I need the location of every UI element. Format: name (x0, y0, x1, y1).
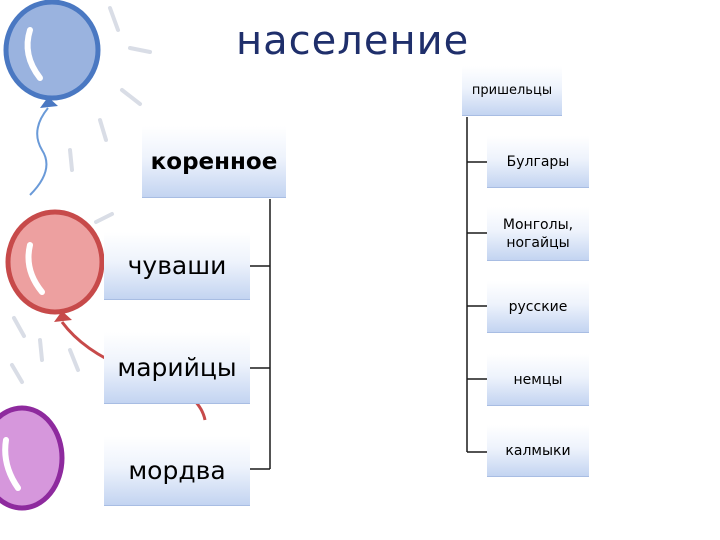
left-item-mari: марийцы (104, 332, 250, 404)
right-item-label: калмыки (505, 442, 571, 459)
right-group-header: пришельцы (462, 66, 562, 116)
purple-balloon-icon (0, 405, 65, 511)
right-item-mongols-nogais: Монголы, ногайцы (487, 207, 589, 261)
left-item-label: марийцы (117, 353, 237, 382)
left-item-label: мордва (128, 456, 226, 485)
left-item-chuvash: чуваши (104, 232, 250, 300)
left-group-header-label: коренное (150, 148, 278, 175)
right-group-connectors (466, 117, 487, 453)
right-item-germans: немцы (487, 354, 589, 406)
diagram-title: население (236, 18, 470, 64)
right-item-label: немцы (513, 371, 563, 388)
right-item-bulgars: Булгары (487, 136, 589, 188)
right-item-label: Булгары (506, 153, 570, 170)
blue-balloon-icon (3, 0, 101, 196)
red-balloon-icon (5, 209, 207, 421)
right-item-russians: русские (487, 281, 589, 333)
left-item-label: чуваши (127, 251, 227, 280)
right-group-header-label: пришельцы (471, 83, 553, 98)
left-group-connectors (250, 199, 271, 470)
right-item-label: русские (508, 298, 568, 315)
left-group-header: коренное (142, 126, 286, 198)
left-item-mordva: мордва (104, 436, 250, 506)
right-item-label: Монголы, ногайцы (502, 216, 574, 251)
right-item-kalmyks: калмыки (487, 425, 589, 477)
